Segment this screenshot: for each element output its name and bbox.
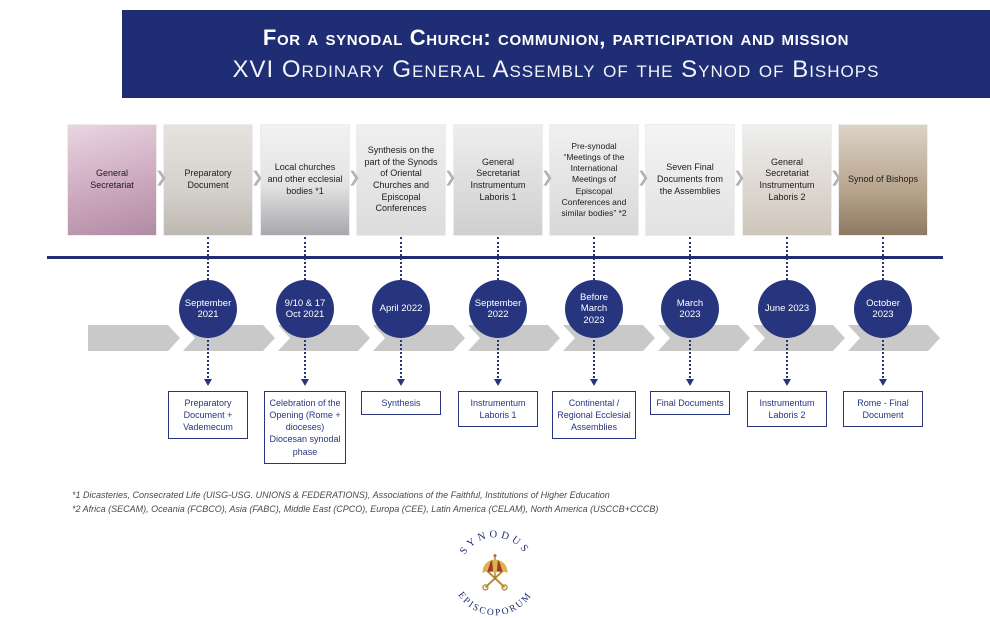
footnotes: *1 Dicasteries, Consecrated Life (UISG-U… bbox=[72, 489, 658, 517]
stage-instrumentum-laboris-2: General Secretariat Instrumentum Laboris… bbox=[743, 125, 831, 235]
dotted-connector-up bbox=[304, 237, 306, 280]
seal-text-top: SYNODUS bbox=[458, 529, 528, 556]
arrow-down-icon bbox=[686, 379, 694, 386]
svg-text:SYNODUS: SYNODUS bbox=[458, 529, 532, 556]
dotted-connector-down bbox=[304, 336, 306, 378]
arrow-down-icon bbox=[301, 379, 309, 386]
arrow-right-icon bbox=[830, 170, 840, 185]
dotted-connector-down bbox=[882, 336, 884, 378]
stage-seven-final-documents: Seven Final Documents from the Assemblie… bbox=[646, 125, 734, 235]
date-circle-march-2023: March 2023 bbox=[661, 280, 719, 338]
arrow-right-icon bbox=[733, 170, 743, 185]
divider-line bbox=[47, 256, 943, 259]
deliverable-instrumentum-laboris-2: Instrumentum Laboris 2 bbox=[747, 391, 827, 428]
arrow-right-icon bbox=[155, 170, 165, 185]
ribbon-segment bbox=[88, 325, 180, 351]
deliverable-rome-final-document: Rome - Final Document bbox=[843, 391, 923, 428]
timeline-ribbon bbox=[88, 325, 940, 351]
synodus-episcoporum-seal: SYNODUS EPISCOPORUM bbox=[456, 529, 535, 618]
dotted-connector-down bbox=[400, 336, 402, 378]
page-subtitle: XVI Ordinary General Assembly of the Syn… bbox=[232, 55, 880, 83]
deliverable-synthesis: Synthesis bbox=[361, 391, 441, 416]
arrow-down-icon bbox=[590, 379, 598, 386]
dotted-connector-up bbox=[400, 237, 402, 280]
stage-label: Preparatory Document bbox=[184, 168, 232, 190]
page-title: For a synodal Church: communion, partici… bbox=[262, 24, 850, 50]
stage-label: General Secretariat bbox=[90, 168, 134, 190]
stage-label: Seven Final Documents from the Assemblie… bbox=[656, 162, 724, 196]
deliverable-final-documents: Final Documents bbox=[650, 391, 730, 416]
dotted-connector-down bbox=[689, 336, 691, 378]
stage-label: Pre-synodal “Meetings of the Internation… bbox=[561, 141, 627, 218]
stage-instrumentum-laboris-1: General Secretariat Instrumentum Laboris… bbox=[454, 125, 542, 235]
dotted-connector-up bbox=[207, 237, 209, 280]
footnote-2: *2 Africa (SECAM), Oceania (FCBCO), Asia… bbox=[72, 503, 659, 514]
stage-synthesis-oriental-churches: Synthesis on the part of the Synods of O… bbox=[357, 125, 445, 235]
stage-preparatory-document: Preparatory Document bbox=[164, 125, 252, 235]
stage-label: Local churches and other ecclesial bodie… bbox=[267, 162, 343, 196]
deliverable-continental-assemblies: Continental / Regional Ecclesial Assembl… bbox=[552, 391, 636, 440]
footnote-1: *1 Dicasteries, Consecrated Life (UISG-U… bbox=[72, 490, 610, 500]
arrow-down-icon bbox=[494, 379, 502, 386]
date-circle-before-march-2023: Before March 2023 bbox=[565, 280, 623, 338]
dotted-connector-up bbox=[593, 237, 595, 280]
date-circle-september-2021: September 2021 bbox=[179, 280, 237, 338]
arrow-down-icon bbox=[879, 379, 887, 386]
arrow-right-icon bbox=[541, 170, 551, 185]
stage-label: Synod of Bishops bbox=[847, 174, 919, 185]
date-circle-june-2023: June 2023 bbox=[758, 280, 816, 338]
deliverable-instrumentum-laboris-1: Instrumentum Laboris 1 bbox=[458, 391, 538, 428]
arrow-right-icon bbox=[637, 170, 647, 185]
date-circle-april-2022: April 2022 bbox=[372, 280, 430, 338]
stage-label: General Secretariat Instrumentum Laboris… bbox=[470, 156, 526, 202]
arrow-right-icon bbox=[444, 170, 454, 185]
deliverable-opening-celebration: Celebration of the Opening (Rome + dioce… bbox=[264, 391, 346, 464]
svg-text:EPISCOPORUM: EPISCOPORUM bbox=[456, 590, 535, 618]
dotted-connector-down bbox=[593, 336, 595, 378]
date-circle-october-2021: 9/10 & 17 Oct 2021 bbox=[276, 280, 334, 338]
arrow-right-icon bbox=[348, 170, 358, 185]
date-circle-october-2023: October 2023 bbox=[854, 280, 912, 338]
dotted-connector-up bbox=[882, 237, 884, 280]
seal-text-bottom: EPISCOPORUM bbox=[456, 590, 533, 618]
dotted-connector-down bbox=[207, 336, 209, 378]
stage-label: General Secretariat Instrumentum Laboris… bbox=[759, 156, 815, 202]
arrow-down-icon bbox=[204, 379, 212, 386]
dotted-connector-down bbox=[786, 336, 788, 378]
dotted-connector-up bbox=[689, 237, 691, 280]
stage-pre-synodal-meetings: Pre-synodal “Meetings of the Internation… bbox=[550, 125, 638, 235]
dotted-connector-down bbox=[497, 336, 499, 378]
dotted-connector-up bbox=[786, 237, 788, 280]
deliverable-preparatory-document: Preparatory Document + Vademecum bbox=[168, 391, 248, 440]
dotted-connector-up bbox=[497, 237, 499, 280]
arrow-down-icon bbox=[783, 379, 791, 386]
stage-local-churches: Local churches and other ecclesial bodie… bbox=[261, 125, 349, 235]
header-band: For a synodal Church: communion, partici… bbox=[122, 10, 990, 98]
arrow-down-icon bbox=[397, 379, 405, 386]
arrow-right-icon bbox=[251, 170, 261, 185]
date-circle-september-2022: September 2022 bbox=[469, 280, 527, 338]
stage-synod-of-bishops: Synod of Bishops bbox=[839, 125, 927, 235]
stage-label: Synthesis on the part of the Synods of O… bbox=[364, 144, 438, 214]
stage-general-secretariat: General Secretariat bbox=[68, 125, 156, 235]
umbraculum-keys-icon bbox=[482, 554, 508, 591]
